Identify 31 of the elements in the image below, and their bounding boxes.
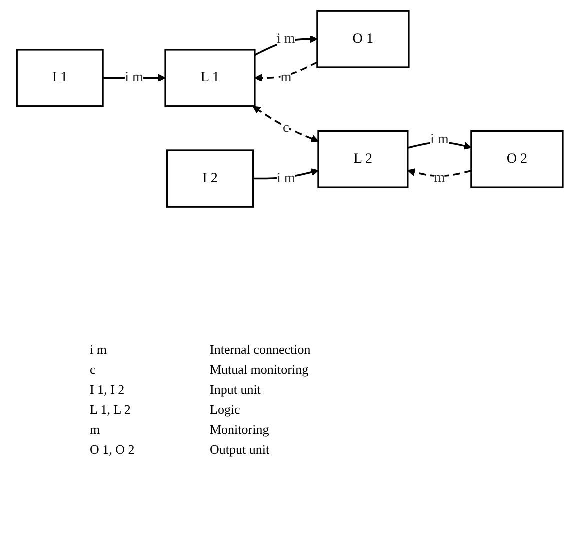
key-term: c: [90, 360, 210, 380]
arrow: [254, 62, 318, 82]
edge-label: i m: [276, 31, 296, 46]
edge-label: i m: [430, 132, 449, 148]
node-box: O 1: [316, 10, 410, 68]
key-term: O 1, O 2: [90, 441, 136, 459]
key-description: Mutual monitoring: [210, 361, 310, 379]
node-box: O 2: [470, 130, 564, 188]
edge-label: c: [283, 120, 290, 136]
key-description: Internal connection: [210, 341, 311, 359]
key-term: i m: [90, 340, 210, 360]
key-description: Output unit: [210, 441, 271, 459]
edge-label: i m: [276, 170, 296, 186]
arrow: [103, 74, 166, 82]
key-term: I 1, I 2: [90, 380, 210, 400]
node-box: L 1: [164, 49, 256, 108]
edge-label: m: [434, 170, 446, 186]
key-term: m: [90, 420, 210, 440]
arrow: [252, 106, 319, 142]
node-box: L 2: [318, 130, 409, 188]
key-description: Input unit: [210, 381, 262, 399]
arrow: [408, 142, 472, 150]
edge-label: m: [280, 70, 292, 86]
node-box: I 2: [166, 150, 254, 208]
edge-label: i m: [125, 70, 144, 86]
arrow: [408, 168, 472, 178]
arrow: [254, 35, 318, 56]
key-description: Logic: [210, 401, 242, 419]
key-description: Monitoring: [210, 421, 270, 439]
key-term: L 1, L 2: [90, 400, 210, 420]
node-box: I 1: [16, 49, 104, 108]
